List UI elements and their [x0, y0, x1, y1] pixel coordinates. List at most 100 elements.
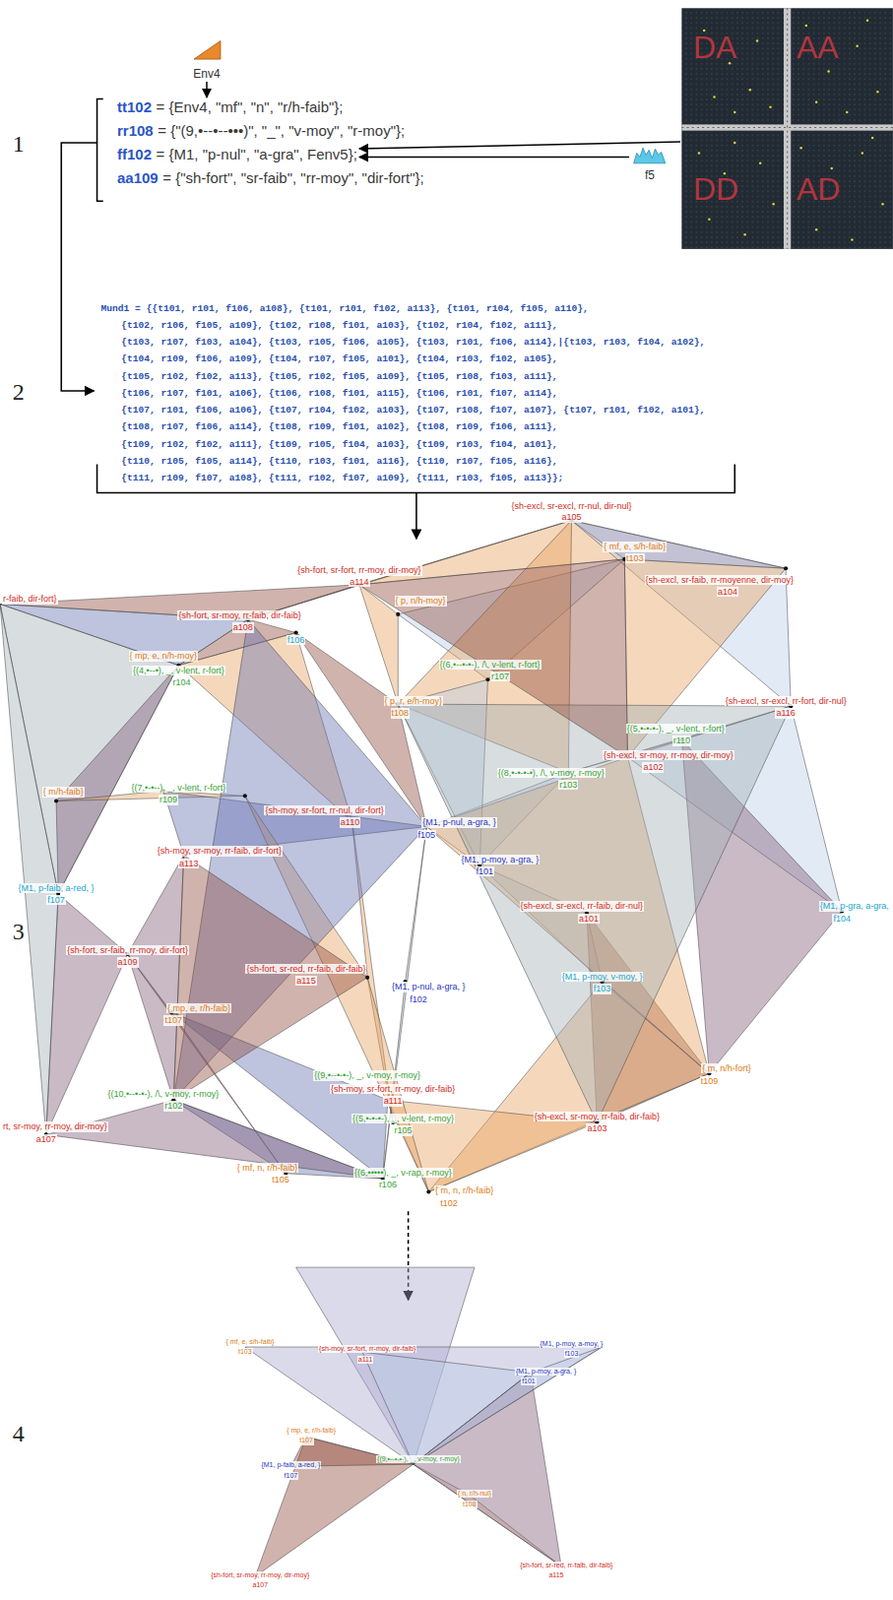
timbre-vertex-label: t108 — [461, 1500, 478, 1509]
code-listing-line: {t109, r102, f102, a111}, {t109, r105, f… — [120, 439, 559, 450]
variable-name: rr108 — [117, 122, 154, 139]
attribute-vertex-label: {sh-moy, sr-fort, rr-nul, dir-fort} — [263, 805, 384, 816]
detail-facets — [245, 1267, 603, 1577]
filter-vertex-label: {M1, p-moy, a-moy, } — [539, 1339, 605, 1348]
attribute-vertex-label: {sh-fort, sr-red, rr-faib, dir-faib} — [518, 1561, 614, 1570]
assignment-value: = {Env4, "mf", "n", "r/h-faib"}; — [156, 98, 344, 116]
rhythm-vertex-label: {(7,•-•--), _, v-lent, r-fort} — [129, 782, 227, 793]
attribute-vertex-label: {sh-excl, sr-moy, rr-faib, dir-faib} — [533, 1111, 661, 1122]
attribute-vertex-label: a107 — [252, 1581, 270, 1590]
attribute-vertex-label: a102 — [641, 762, 664, 772]
timbre-vertex-label: t103 — [625, 553, 645, 564]
arrow-connector — [205, 81, 208, 98]
grid-image-panel: DA AA DD AD — [681, 7, 893, 249]
waveform-icon — [634, 147, 666, 164]
attribute-vertex-label: a103 — [585, 1123, 608, 1134]
timbre-vertex-label: { mp, e, r/h-faib} — [166, 1003, 232, 1014]
attribute-vertex-label: a113 — [178, 858, 199, 869]
grid-image — [681, 7, 893, 250]
attribute-vertex-label: {sh-fort, sr-moy, rr-faib, dir-faib} — [177, 610, 302, 621]
attribute-vertex-label: {sh-excl, sr-excl, rr-nul, dir-nul} — [510, 501, 633, 511]
filter-vertex-label: f107 — [46, 894, 66, 905]
code-listing-line: {t105, r102, f102, a113}, {t105, r102, f… — [120, 371, 559, 383]
attribute-vertex-label: a107 — [35, 1134, 58, 1145]
attribute-vertex-label: {sh-fort, sr-moy, rr-moy, dir-moy} — [209, 1571, 311, 1580]
attribute-vertex-label: a108 — [232, 622, 255, 633]
rhythm-vertex-label: r104 — [172, 677, 192, 688]
rhythm-vertex-label: {(5,•-•-•-), _, v-lent, r-moy} — [351, 1113, 455, 1124]
code-listing-line: {t103, r107, f103, a104}, {t103, r105, f… — [120, 336, 706, 348]
filter-vertex-label: f104 — [831, 913, 852, 924]
icon-node: Env4 — [189, 36, 225, 81]
filter-vertex-label: {M1, p-moy, a-gra, } — [514, 1367, 577, 1376]
timbre-vertex-label: t108 — [390, 707, 411, 718]
timbre-vertex-label: { m, n, r/h-faib} — [434, 1185, 495, 1196]
attribute-vertex-label: {sh-fort, sr-red, rr-faib, dir-faib} — [245, 963, 367, 974]
attribute-vertex-label: {sh-moy, sr-moy, rr-faib, dir-fort} — [156, 845, 283, 856]
timbre-vertex-label: { mp, e, r/h-faib} — [285, 1426, 337, 1435]
rhythm-vertex-label: {(6,•--•-•-), /\, v-lent, r-fort} — [439, 659, 542, 670]
variable-name: aa109 — [117, 169, 159, 187]
code-listing-line: {t104, r109, f106, a109}, {t104, r107, f… — [120, 353, 559, 365]
arrow-connector — [359, 156, 630, 159]
rhythm-vertex-label: r110 — [672, 735, 692, 746]
timbre-vertex-label: t107 — [163, 1015, 184, 1025]
filter-vertex-label: f103 — [564, 1349, 580, 1358]
timbre-vertex-label: t105 — [270, 1174, 291, 1185]
quadrant-label: AA — [796, 31, 839, 64]
attribute-vertex-label: a111 — [357, 1355, 375, 1364]
attribute-vertex-label: rt, sr-moy, rr-moy, dir-moy} — [1, 1121, 109, 1132]
rhythm-vertex-label: {(6,•••••), _, v-rap, r-moy} — [353, 1167, 453, 1178]
timbre-vertex-label: { m, n/h-fort} — [701, 1063, 753, 1074]
attribute-vertex-label: {sh-excl, sr-excl, rr-faib, dir-nul} — [519, 900, 645, 911]
filter-vertex-label: f103 — [592, 983, 613, 994]
timbre-vertex-label: { mf, e, s/h-faib} — [224, 1338, 275, 1346]
section-number: 4 — [11, 1420, 26, 1449]
icon-caption: f5 — [644, 169, 655, 183]
section-number: 3 — [11, 918, 26, 947]
code-line: aa109= {"sh-fort", "sr-faib", "rr-moy", … — [117, 169, 425, 187]
code-listing-line: {t111, r109, f107, a108}, {t111, r102, f… — [120, 472, 565, 484]
code-listing-line: {t108, r107, f106, a114}, {t108, r109, f… — [120, 421, 559, 433]
rhythm-vertex-label: r105 — [392, 1125, 413, 1136]
rhythm-vertex-label: {(9,•--•-•-), _, v-moy, r-moy} — [313, 1070, 422, 1081]
attribute-vertex-label: {sh-excl, sr-moy, rr-moy, dir-moy} — [602, 750, 735, 761]
assignment-value: = {"(9,•--•--•••)", "_", "v-moy", "r-moy… — [157, 122, 405, 139]
timbre-vertex-label: { mf, e, s/h-faib} — [602, 541, 667, 552]
section-number: 2 — [11, 379, 26, 407]
quadrant-label: DA — [693, 31, 737, 64]
attribute-vertex-label: {sh-fort, sr-fort, rr-moy, dir-moy} — [296, 565, 422, 575]
filter-vertex-label: {M1, p-nul, a-gra, } — [421, 817, 498, 828]
quadrant-label: DD — [693, 173, 739, 205]
rhythm-vertex-label: {(9,•--•-•-), _, v-moy, r-moy} — [376, 1455, 461, 1464]
timbre-vertex-label: { p, n/h-moy} — [394, 595, 447, 606]
quadrant-label: AD — [796, 173, 840, 205]
filter-vertex-label: f101 — [520, 1377, 537, 1386]
timbre-vertex-label: { p, r, e/h-moy} — [383, 696, 445, 706]
attribute-vertex-label: a101 — [577, 913, 600, 924]
timbre-vertex-label: { mf, n, r/h-faib} — [236, 1162, 300, 1173]
timbre-vertex-label: { n, r/h-nul} — [456, 1489, 493, 1498]
icon-caption: Env4 — [192, 67, 220, 81]
code-listing-line: {t106, r107, f101, a106}, {t106, r108, f… — [120, 387, 559, 399]
assignment-value: = {M1, "p-nul", "a-gra", Fenv5}; — [156, 145, 358, 163]
filter-vertex-label: f107 — [283, 1471, 300, 1480]
code-listing-line: {t110, r105, f105, a114}, {t110, r103, f… — [120, 455, 559, 467]
rhythm-vertex-label: r107 — [490, 671, 511, 682]
section-number: 1 — [11, 130, 26, 159]
code-listing-line: Mund1 = {{t101, r101, f106, a108}, {t101… — [100, 303, 590, 315]
assignment-value: = {"sh-fort", "sr-faib", "rr-moy", "dir-… — [162, 169, 425, 187]
filter-vertex-label: {M1, p-moy, v-moy, } — [561, 971, 644, 982]
attribute-vertex-label: {sh-moy, sr-fort, rr-moy, dir-faib} — [318, 1344, 417, 1353]
filter-vertex-label: f102 — [408, 994, 429, 1005]
code-listing-line: {t102, r106, f105, a109}, {t102, r108, f… — [120, 319, 559, 331]
polytope-facets — [0, 520, 842, 1193]
rhythm-vertex-label: {(10,•--•-•-), /\, v-moy, r-moy} — [106, 1088, 220, 1099]
attribute-vertex-label: a114 — [348, 576, 370, 587]
rhythm-vertex-label: {(4,•--•), _, v-lent, r-fort} — [131, 665, 226, 676]
attribute-vertex-label: a116 — [774, 707, 796, 718]
variable-name: ff102 — [117, 145, 152, 163]
icon-node: f5 — [630, 140, 670, 183]
filter-vertex-label: {M1, p-gra, a-gra, — [819, 900, 891, 911]
